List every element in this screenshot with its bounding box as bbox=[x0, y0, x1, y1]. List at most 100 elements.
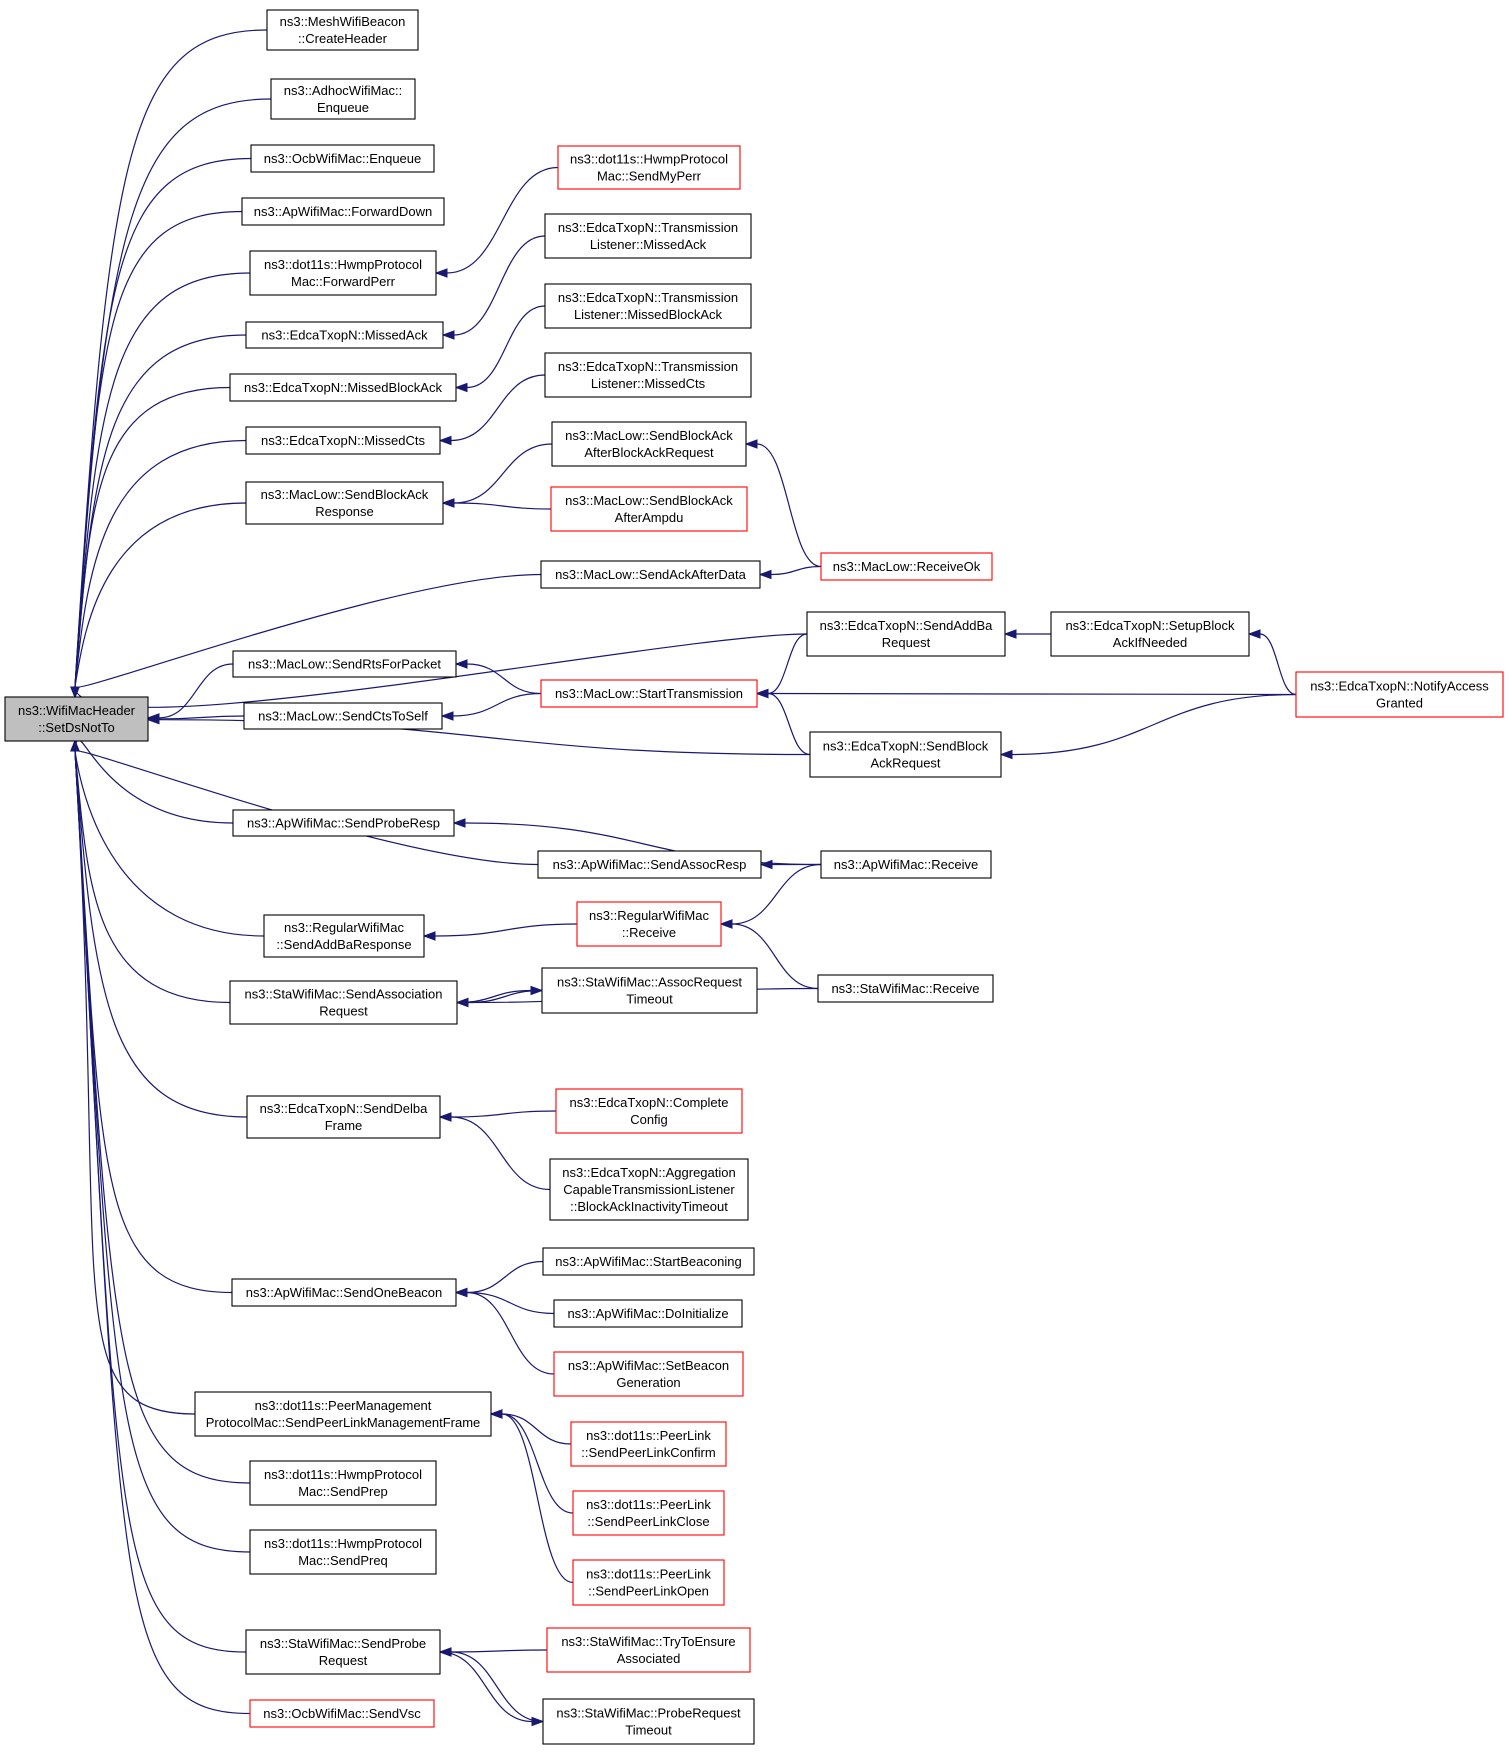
function-node-ns3-edcatxopn-transmissionlistener-missedack[interactable]: ns3::EdcaTxopN::TransmissionListener::Mi… bbox=[544, 213, 752, 259]
function-node-ns3-edcatxopn-missedcts[interactable]: ns3::EdcaTxopN::MissedCts bbox=[245, 426, 441, 455]
function-node-ns3-apwifimac-receive[interactable]: ns3::ApWifiMac::Receive bbox=[820, 850, 992, 879]
edge-line bbox=[450, 1651, 544, 1723]
function-node-ns3-regularwifimac-sendaddbaresponse[interactable]: ns3::RegularWifiMac::SendAddBaResponse bbox=[263, 914, 425, 958]
function-node-ns3-edcatxopn-missedack[interactable]: ns3::EdcaTxopN::MissedAck bbox=[245, 321, 444, 349]
function-node-ns3-maclow-sendblockackafterblockackrequest[interactable]: ns3::MacLow::SendBlockAckAfterBlockAckRe… bbox=[551, 421, 747, 467]
node-label: ns3::MacLow::ReceiveOk bbox=[833, 559, 981, 574]
call-edge bbox=[70, 334, 247, 699]
edge-line bbox=[74, 386, 231, 688]
node-label: ns3::EdcaTxopN::Transmission bbox=[558, 359, 738, 374]
node-box bbox=[249, 250, 437, 296]
function-node-ns3-maclow-sendackafterdata[interactable]: ns3::MacLow::SendAckAfterData bbox=[540, 560, 761, 589]
edge-line bbox=[731, 923, 819, 990]
call-edge bbox=[70, 739, 251, 1484]
function-node-ns3-apwifimac-sendassocresp[interactable]: ns3::ApWifiMac::SendAssocResp bbox=[537, 850, 762, 879]
node-label: ns3::StaWifiMac::Receive bbox=[831, 981, 979, 996]
node-label: Mac::ForwardPerr bbox=[291, 274, 396, 289]
node-box bbox=[4, 696, 149, 742]
arrowhead bbox=[441, 498, 455, 508]
edge-line bbox=[452, 692, 542, 717]
function-node-ns3-apwifimac-doinitialize[interactable]: ns3::ApWifiMac::DoInitialize bbox=[553, 1299, 743, 1328]
function-node-ns3-apwifimac-forwarddown[interactable]: ns3::ApWifiMac::ForwardDown bbox=[241, 197, 445, 226]
function-node-ns3-dot11s-peerlink-sendpeerlinkopen[interactable]: ns3::dot11s::PeerLink::SendPeerLinkOpen bbox=[572, 1559, 725, 1606]
function-node-ns3-apwifimac-sendproberesp[interactable]: ns3::ApWifiMac::SendProbeResp bbox=[232, 809, 455, 837]
call-edge bbox=[454, 305, 546, 393]
function-node-ns3-dot11s-peerlink-sendpeerlinkclose[interactable]: ns3::dot11s::PeerLink::SendPeerLinkClose bbox=[572, 1490, 725, 1536]
edge-line bbox=[74, 750, 248, 1118]
function-node-ns3-ocbwifimac-enqueue[interactable]: ns3::OcbWifiMac::Enqueue bbox=[250, 144, 435, 173]
function-node-ns3-dot11s-hwmpprotocolmac-forwardperr[interactable]: ns3::dot11s::HwmpProtocolMac::ForwardPer… bbox=[249, 250, 437, 296]
node-box bbox=[249, 1699, 435, 1728]
node-box bbox=[544, 283, 752, 329]
node-box bbox=[537, 850, 762, 879]
function-node-ns3-dot11s-peermanagementprotocolmac-sendpeerlinkmanagementframe[interactable]: ns3::dot11s::PeerManagementProtocolMac::… bbox=[194, 1391, 492, 1437]
node-label: ns3::StaWifiMac::TryToEnsure bbox=[561, 1634, 735, 1649]
node-label: ns3::EdcaTxopN::Transmission bbox=[558, 220, 738, 235]
function-node-ns3-edcatxopn-transmissionlistener-missedcts[interactable]: ns3::EdcaTxopN::TransmissionListener::Mi… bbox=[544, 352, 752, 398]
node-box bbox=[553, 1351, 744, 1397]
node-box bbox=[806, 611, 1006, 657]
edge-line bbox=[74, 439, 247, 688]
function-node-ns3-adhocwifimac-enqueue[interactable]: ns3::AdhocWifiMac::Enqueue bbox=[270, 78, 416, 120]
function-node-ns3-maclow-sendctstoself[interactable]: ns3::MacLow::SendCtsToSelf bbox=[243, 702, 443, 730]
node-label: ns3::EdcaTxopN::Aggregation bbox=[562, 1165, 735, 1180]
node-label: ns3::EdcaTxopN::MissedCts bbox=[261, 433, 426, 448]
node-label: ns3::EdcaTxopN::SetupBlock bbox=[1065, 618, 1235, 633]
arrowhead bbox=[70, 686, 80, 699]
edge-line bbox=[453, 502, 552, 510]
function-node-ns3-maclow-starttransmission[interactable]: ns3::MacLow::StartTransmission bbox=[540, 679, 758, 708]
call-edge bbox=[1003, 629, 1051, 639]
node-label: Mac::SendPrep bbox=[298, 1484, 388, 1499]
arrowhead bbox=[531, 1716, 545, 1727]
call-edge bbox=[438, 1112, 551, 1191]
arrowhead bbox=[758, 569, 772, 580]
node-label: Mac::SendPreq bbox=[298, 1553, 388, 1568]
node-label: Request bbox=[319, 1004, 368, 1019]
function-node-ns3-meshwifibeacon-createheader[interactable]: ns3::MeshWifiBeacon::CreateHeader bbox=[266, 9, 419, 51]
edge-line bbox=[767, 633, 808, 695]
function-node-ns3-apwifimac-startbeaconing[interactable]: ns3::ApWifiMac::StartBeaconing bbox=[542, 1247, 755, 1276]
call-edge bbox=[755, 688, 1297, 699]
function-node-ns3-edcatxopn-aggregationcapabletransmissionlistener-blockackinactivitytimeout[interactable]: ns3::EdcaTxopN::AggregationCapableTransm… bbox=[549, 1158, 749, 1221]
function-node-ns3-wifimacheader-setdsnotto[interactable]: ns3::WifiMacHeader::SetDsNotTo bbox=[4, 696, 149, 742]
function-node-ns3-stawifimac-receive[interactable]: ns3::StaWifiMac::Receive bbox=[817, 974, 994, 1003]
function-node-ns3-maclow-receiveok[interactable]: ns3::MacLow::ReceiveOk bbox=[820, 552, 993, 581]
function-nodes: ns3::WifiMacHeader::SetDsNotTo ns3::MeshW… bbox=[4, 9, 1504, 1745]
function-node-ns3-maclow-sendrtsforpacket[interactable]: ns3::MacLow::SendRtsForPacket bbox=[232, 650, 457, 678]
function-node-ns3-edcatxopn-transmissionlistener-missedblockack[interactable]: ns3::EdcaTxopN::TransmissionListener::Mi… bbox=[544, 283, 752, 329]
node-box bbox=[1050, 611, 1250, 657]
arrowhead bbox=[454, 1287, 468, 1298]
function-node-ns3-edcatxopn-missedblockack[interactable]: ns3::EdcaTxopN::MissedBlockAck bbox=[229, 373, 457, 402]
node-label: Associated bbox=[617, 1651, 681, 1666]
node-box bbox=[241, 197, 445, 226]
call-edge bbox=[744, 439, 822, 568]
function-node-ns3-ocbwifimac-sendvsc[interactable]: ns3::OcbWifiMac::SendVsc bbox=[249, 1699, 435, 1728]
function-node-ns3-dot11s-peerlink-sendpeerlinkconfirm[interactable]: ns3::dot11s::PeerLink::SendPeerLinkConfi… bbox=[570, 1421, 727, 1467]
function-node-ns3-regularwifimac-receive[interactable]: ns3::RegularWifiMac::Receive bbox=[576, 901, 722, 947]
function-node-ns3-apwifimac-sendonebeacon[interactable]: ns3::ApWifiMac::SendOneBeacon bbox=[231, 1278, 457, 1307]
arrowhead bbox=[452, 818, 466, 828]
node-label: ns3::dot11s::PeerLink bbox=[586, 1567, 711, 1582]
edge-line bbox=[1011, 693, 1297, 756]
node-label: Mac::SendMyPerr bbox=[597, 169, 702, 184]
edge-line bbox=[767, 692, 1297, 696]
node-box bbox=[546, 1627, 751, 1673]
